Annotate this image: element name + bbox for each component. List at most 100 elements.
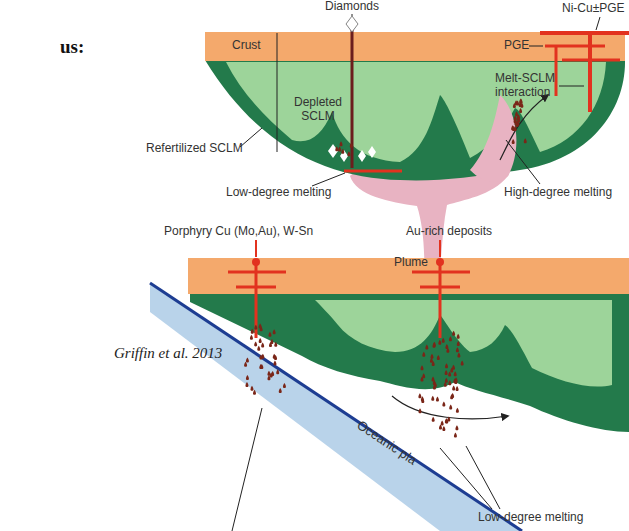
melt-droplet — [350, 143, 353, 148]
melt-droplet — [441, 421, 444, 426]
leader-line — [466, 446, 500, 509]
melt-droplet — [270, 339, 273, 344]
melt-droplet — [457, 353, 460, 358]
melt-droplet — [430, 354, 433, 359]
deposit-label: Porphyry Cu (Mo,Au), W-Sn — [164, 225, 313, 239]
top-panel — [205, 14, 629, 284]
leader-line — [240, 128, 262, 147]
melt-droplet — [511, 125, 514, 130]
melt-droplet — [454, 433, 457, 438]
magma-feeder — [439, 240, 441, 257]
melt-droplet — [251, 329, 254, 334]
melt-droplet — [445, 370, 448, 375]
melt-droplet — [455, 377, 458, 382]
deposit-label: Ni-Cu±PGE — [562, 2, 625, 16]
melt-droplet — [273, 361, 276, 366]
melt-droplet — [448, 372, 451, 377]
melt-droplet — [420, 377, 423, 382]
melt-droplet — [422, 352, 425, 357]
diamond-symbol — [346, 16, 358, 32]
feature-label: Diamonds — [325, 0, 379, 14]
melt-droplet — [273, 329, 276, 334]
melt-droplet — [456, 386, 459, 391]
refertilized-sclm — [205, 60, 625, 180]
heading-fragment: us: — [60, 36, 84, 58]
leader-line — [352, 14, 353, 16]
melt-droplet — [514, 126, 517, 131]
melt-droplet — [432, 417, 435, 422]
magma-dyke — [588, 32, 592, 112]
melt-droplet — [335, 146, 338, 151]
region-label: Depleted SCLM — [287, 96, 349, 124]
leader-line — [232, 408, 262, 531]
melt-droplet — [447, 416, 450, 421]
leader-line — [440, 448, 492, 509]
melt-droplet — [434, 382, 437, 387]
melt-droplet — [449, 336, 452, 341]
melt-droplet — [250, 335, 253, 340]
citation: Griffin et al. 2013 — [114, 345, 222, 362]
leader-line — [529, 46, 543, 47]
leader-line — [596, 17, 600, 30]
melt-droplet — [338, 147, 341, 152]
melt-droplet — [261, 343, 264, 348]
flow-arrow — [500, 95, 548, 160]
melt-droplet — [244, 362, 247, 367]
melt-droplet — [279, 388, 282, 393]
melt-droplet — [425, 344, 428, 349]
layer-label: Crust — [232, 39, 261, 53]
deposit-label: Au-rich deposits — [406, 225, 492, 239]
oceanic-plate — [150, 283, 522, 531]
melt-droplet — [259, 338, 262, 343]
melt-droplet — [433, 342, 436, 347]
melt-droplet — [452, 331, 455, 336]
feature-label: Plume — [394, 256, 428, 270]
melt-droplet — [268, 332, 271, 337]
melt-droplet — [246, 358, 249, 363]
melt-droplet — [452, 386, 455, 391]
melt-droplet — [454, 371, 457, 376]
melt-droplet — [444, 382, 447, 387]
melt-droplet — [250, 386, 253, 391]
melt-droplet — [457, 334, 460, 339]
melt-droplet — [254, 325, 257, 330]
melt-droplet — [437, 355, 440, 360]
melt-droplet — [524, 138, 527, 143]
magma-feeder — [255, 240, 257, 257]
boundary-line — [277, 33, 278, 152]
melt-droplet — [259, 323, 262, 328]
melt-droplet — [270, 372, 273, 377]
magma-sill — [420, 286, 460, 289]
region-label: Refertilized SCLM — [146, 142, 243, 156]
leader-line — [312, 173, 345, 186]
magma-dyke — [555, 46, 558, 96]
melt-droplet — [432, 361, 435, 366]
magma-sill — [236, 286, 276, 289]
leader-line — [506, 140, 540, 184]
melt-droplet — [513, 103, 516, 108]
kimberlite-pipe — [351, 24, 354, 168]
melt-droplet — [515, 120, 518, 125]
magma-sill — [412, 271, 470, 274]
bottom-panel — [150, 240, 629, 531]
magma-sill — [540, 31, 629, 35]
diamond-symbol — [368, 146, 376, 158]
melt-droplet — [457, 341, 460, 346]
melt-droplet — [419, 408, 422, 413]
process-label: High-degree melting — [504, 186, 612, 200]
melt-droplet — [516, 101, 519, 106]
melt-droplet — [432, 377, 435, 382]
melt-droplet — [340, 141, 343, 146]
melt-droplet — [436, 397, 439, 402]
melt-droplet — [341, 149, 344, 154]
melt-droplet — [260, 364, 263, 369]
melt-droplet — [254, 341, 257, 346]
melt-droplet — [446, 348, 449, 353]
depleted-sclm — [226, 62, 606, 162]
melt-sill — [344, 170, 402, 173]
magma-dyke — [439, 264, 442, 338]
magma-dyke — [255, 264, 258, 338]
melt-droplet — [519, 99, 522, 104]
melt-droplet — [452, 365, 455, 370]
